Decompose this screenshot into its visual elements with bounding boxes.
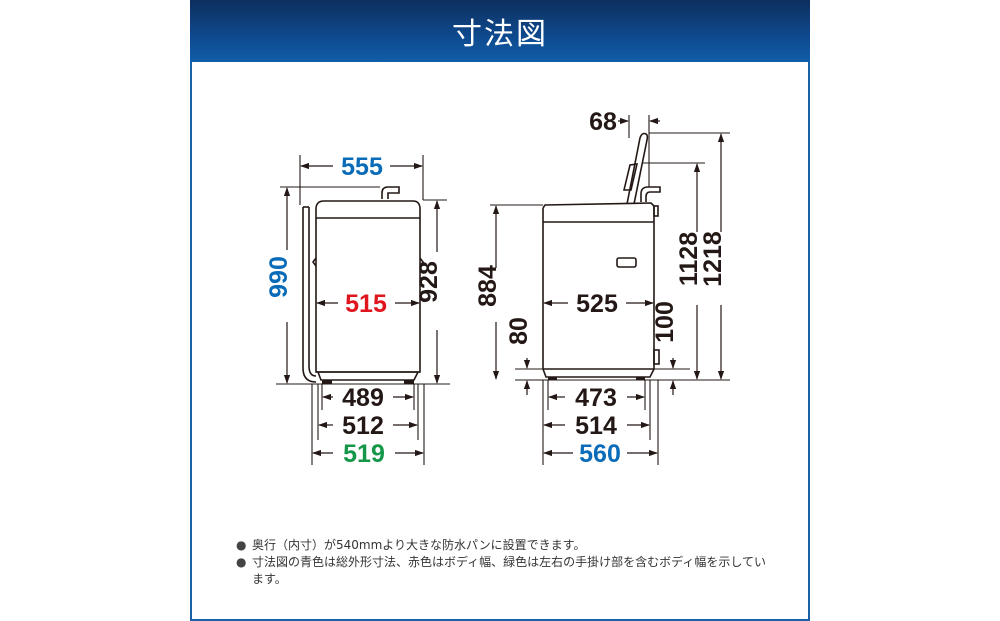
side-body-depth: 525 — [576, 290, 618, 318]
side-body-height: 884 — [474, 265, 502, 307]
front-total-height: 990 — [265, 256, 293, 298]
bullet-icon: ● — [236, 538, 247, 552]
front-body-width: 515 — [345, 290, 387, 318]
bullet-icon: ● — [236, 555, 247, 569]
side-view-machine — [542, 132, 661, 380]
note-item: ● 寸法図の青色は総外形寸法、赤色はボディ幅、緑色は左右の手掛け部を含むボディ幅… — [236, 554, 776, 588]
diagram-frame — [190, 0, 810, 621]
front-body-height: 928 — [415, 261, 443, 303]
page-title: 寸法図 — [452, 17, 548, 52]
notes-section: ● 奥行（内寸）が540mmより大きな防水パンに設置できます。 ● 寸法図の青色… — [236, 537, 776, 588]
front-base-width-512: 512 — [342, 412, 384, 440]
side-hose-height: 100 — [651, 301, 679, 343]
side-base-depth-473: 473 — [575, 384, 617, 412]
side-lid-offset: 68 — [589, 108, 617, 136]
side-open-lid-height-1128: 1128 — [675, 232, 703, 286]
front-base-width-489: 489 — [342, 384, 384, 412]
side-open-lid-height-1218: 1218 — [699, 231, 727, 287]
note-text: 寸法図の青色は総外形寸法、赤色はボディ幅、緑色は左右の手掛け部を含むボディ幅を示… — [252, 555, 766, 586]
side-foot-height: 80 — [505, 317, 533, 345]
front-view-machine — [302, 186, 424, 384]
note-text: 奥行（内寸）が540mmより大きな防水パンに設置できます。 — [252, 538, 586, 552]
side-overall-depth: 560 — [579, 440, 621, 468]
front-top-width: 555 — [341, 153, 383, 181]
note-item: ● 奥行（内寸）が540mmより大きな防水パンに設置できます。 — [236, 537, 776, 554]
front-width-with-handles: 519 — [343, 440, 385, 468]
header-bar: 寸法図 — [190, 0, 810, 62]
side-base-depth-514: 514 — [575, 412, 617, 440]
